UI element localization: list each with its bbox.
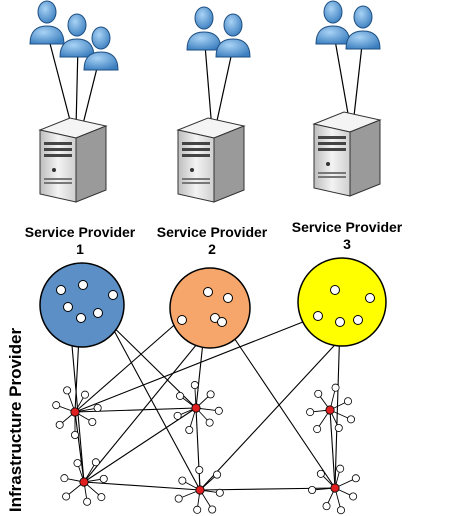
substrate-leaf-node (208, 505, 217, 514)
physical-hub-node (195, 485, 205, 495)
server-icon (313, 111, 381, 197)
substrate-leaf-node (91, 458, 100, 467)
substrate-leaf-node (93, 404, 102, 413)
substrate-leaf-node (62, 492, 71, 501)
substrate-leaf-node (306, 408, 315, 417)
substrate-leaf-node (99, 474, 108, 483)
substrate-leaf-node (349, 492, 358, 501)
user-group-2 (186, 6, 251, 131)
service-provider-2-number: 2 (208, 241, 216, 257)
physical-hub-node (191, 403, 201, 413)
links-users-to-server-3 (334, 39, 363, 126)
substrate-leaf-node (63, 386, 72, 395)
virtual-node (56, 285, 66, 295)
server-icon (39, 117, 107, 203)
substrate-leaf-node (190, 381, 199, 390)
substrate-leaf-node (343, 397, 352, 406)
physical-hub-node (325, 405, 335, 415)
service-provider-2-name: Service Provider (157, 224, 268, 240)
virtual-node (365, 293, 375, 303)
substrate-leaf-node (73, 459, 82, 468)
substrate-leaf-node (52, 401, 61, 410)
physical-node-cluster (52, 386, 102, 439)
substrate-leaf-node (193, 505, 202, 514)
virtual-network-2 (169, 267, 251, 349)
substrate-leaf-node (185, 425, 194, 434)
substrate-leaf-node (173, 411, 182, 420)
user-icon (315, 0, 351, 45)
substrate-leaf-node (214, 406, 223, 415)
physical-nodes (52, 381, 360, 515)
substrate-leaf-node (308, 486, 317, 495)
substrate-leaf-node (215, 488, 224, 497)
physical-node-cluster (306, 383, 356, 434)
user-group-3 (315, 0, 381, 126)
service-provider-3: Service Provider 3 (292, 0, 403, 252)
substrate-leaf-node (83, 497, 92, 506)
service-provider-3-number: 3 (343, 236, 351, 252)
physical-hub-node (330, 483, 340, 493)
virtual-network-3 (297, 257, 387, 347)
user-icon (59, 13, 95, 58)
physical-node-cluster (173, 381, 223, 434)
substrate-leaf-node (88, 417, 97, 426)
service-provider-1: Service Provider 1 (25, 0, 136, 257)
virtual-network-1 (39, 262, 125, 348)
substrate-leaf-node (176, 391, 185, 400)
user-icon (186, 6, 222, 51)
infrastructure-provider-label: Infrastructure Provider (6, 328, 25, 513)
substrate-leaf-node (206, 390, 215, 399)
substrate-leaf-node (316, 469, 325, 478)
substrate-leaf-node (71, 430, 80, 439)
virtual-node (313, 311, 323, 321)
virtual-node (93, 308, 103, 318)
substrate-leaf-node (205, 418, 214, 427)
links-users-to-server-2 (204, 44, 233, 131)
user-icon (29, 0, 65, 45)
physical-hub-node (79, 477, 89, 487)
service-provider-1-number: 1 (76, 241, 84, 257)
service-provider-2: Service Provider 2 (157, 6, 268, 257)
virtual-node (353, 315, 363, 325)
substrate-leaf-node (336, 464, 345, 473)
substrate-leaf-node (314, 389, 323, 398)
substrate-leaf-node (213, 470, 222, 479)
substrate-leaf-node (334, 423, 343, 432)
service-provider-3-name: Service Provider (292, 219, 403, 235)
virtual-node (76, 313, 86, 323)
substrate-leaf-node (331, 383, 340, 392)
physical-hub-node (70, 407, 80, 417)
substrate-leaf-node (60, 474, 69, 483)
virtual-node (177, 315, 187, 325)
virtual-node (78, 280, 88, 290)
substrate-leaf-node (97, 493, 106, 502)
service-provider-1-name: Service Provider (25, 224, 136, 240)
virtual-node (63, 302, 73, 312)
substrate-leaf-node (195, 466, 204, 475)
substrate-leaf-node (81, 390, 90, 399)
substrate-leaf-node (351, 474, 360, 483)
server-icon (177, 117, 245, 203)
substrate-leaf-node (322, 502, 331, 511)
virtual-node (335, 317, 345, 327)
user-icon (215, 13, 251, 58)
substrate-leaf-node (55, 420, 64, 429)
virtual-node (330, 285, 340, 295)
substrate-leaf-node (174, 494, 183, 503)
virtual-node (108, 290, 118, 300)
virtual-node (203, 287, 213, 297)
virtual-node (223, 293, 233, 303)
substrate-leaf-node (347, 415, 356, 424)
virtual-node (217, 317, 227, 327)
substrate-leaf-node (313, 425, 322, 434)
user-group-1 (29, 0, 119, 129)
physical-node-cluster (174, 466, 224, 514)
physical-node-cluster (308, 464, 360, 515)
substrate-leaf-node (336, 506, 345, 515)
substrate-leaf-node (178, 476, 187, 485)
physical-node-cluster (60, 458, 108, 506)
user-icon (345, 5, 381, 50)
